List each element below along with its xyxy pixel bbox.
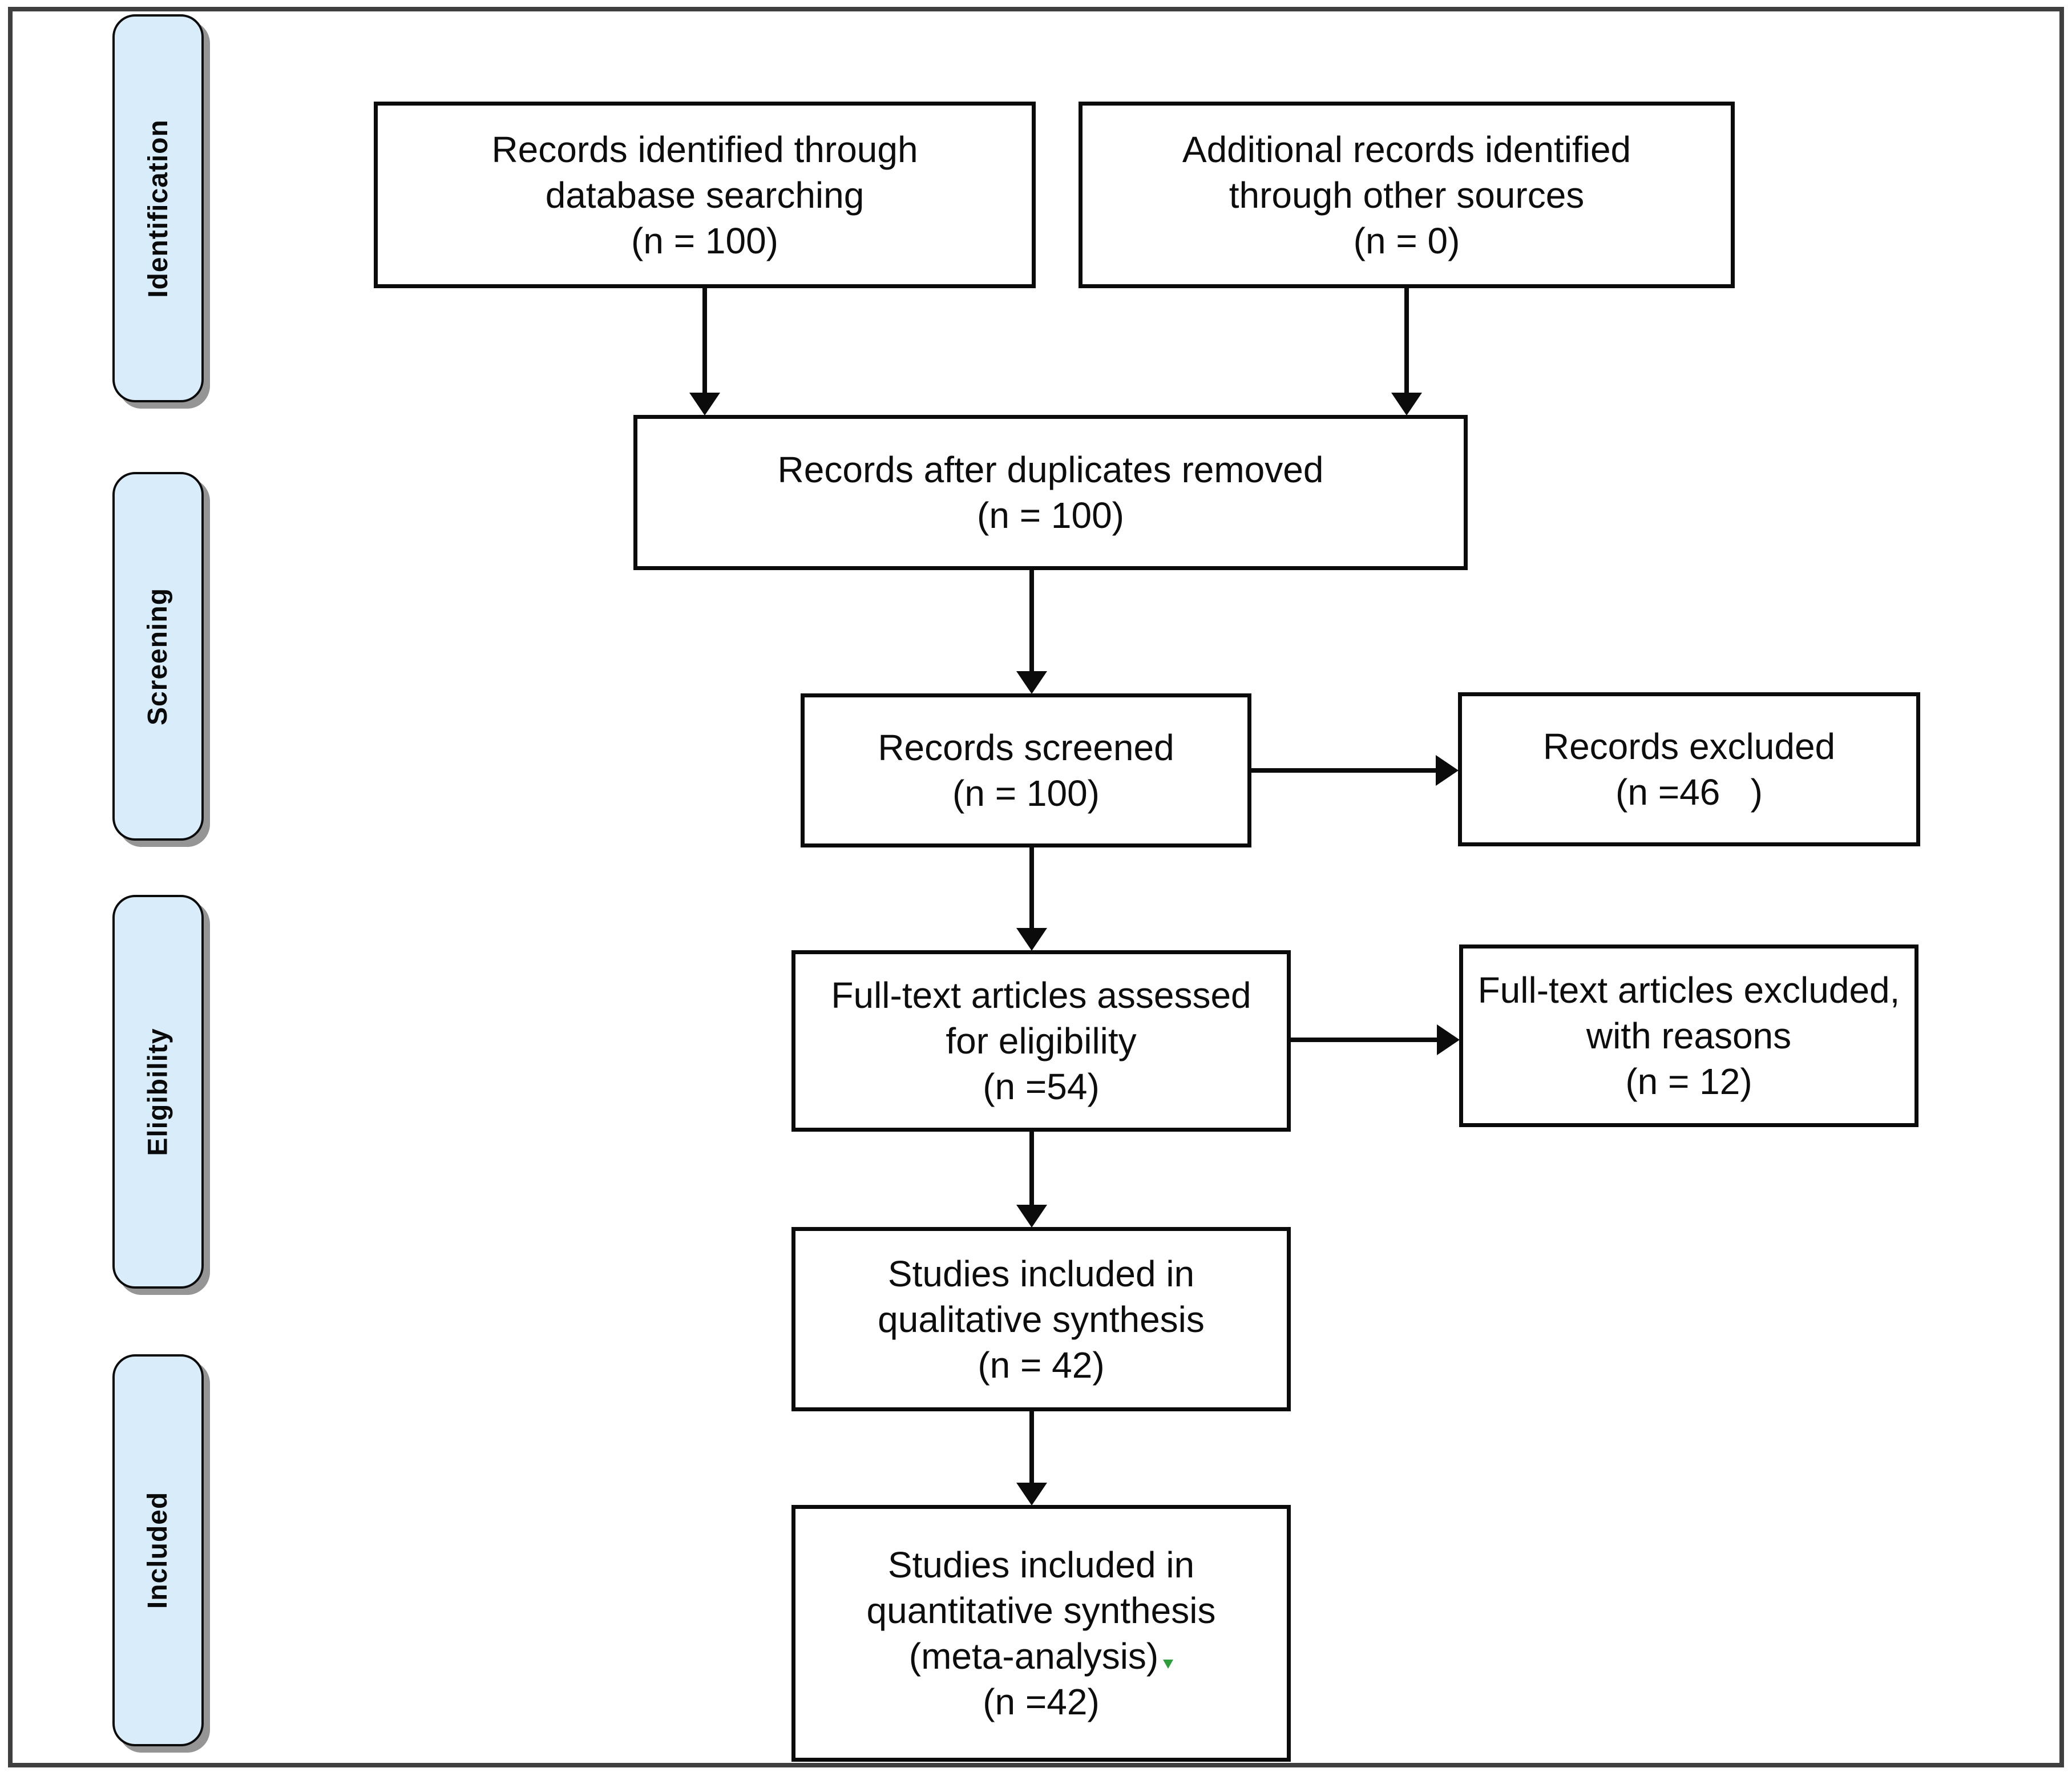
down-arrowhead-icon [1016,928,1047,951]
box-duplicates-removed: Records after duplicates removed (n = 10… [633,415,1468,570]
box-text-line: Full-text articles excluded, [1477,970,1900,1011]
box-count-line: (n = 12) [1625,1061,1752,1102]
stage-label-text: Eligibility [143,1027,173,1156]
box-text-line: Additional records identified [1182,128,1631,170]
box-text-line: (meta-analysis) [908,1633,1174,1679]
box-fulltext-excluded: Full-text articles excluded, with reason… [1459,944,1918,1127]
right-arrowhead-icon [1437,1024,1460,1055]
box-text-line: quantitative synthesis [866,1590,1216,1631]
box-fulltext-assessed: Full-text articles assessed for eligibil… [791,950,1291,1132]
box-additional-records: Additional records identified through ot… [1079,102,1735,288]
stage-label-text: Identification [143,119,173,298]
green-artifact-icon [1163,1660,1174,1669]
meta-analysis-text: (meta-analysis) [908,1636,1159,1677]
stage-label-eligibility: Eligibility [112,895,204,1289]
box-text-line: Records after duplicates removed [777,449,1324,490]
box-text-line: Records identified through [491,128,918,170]
box-count-line: (n = 0) [1353,220,1460,261]
box-text-line: through other sources [1229,174,1585,216]
connector-additional-to-deduplicated [1404,288,1409,397]
box-count-line: (n = 100) [631,220,778,261]
stage-label-identification: Identification [112,14,204,402]
box-text-line: Records excluded [1542,726,1836,767]
stage-label-text: Screening [143,587,173,725]
stage-label-screening: Screening [112,472,204,841]
box-count-line: (n = 100) [977,495,1124,536]
box-qualitative-synthesis: Studies included in qualitative synthesi… [791,1227,1291,1411]
connector-screened-to-fulltext [1029,847,1034,930]
box-quantitative-synthesis: Studies included in quantitative synthes… [791,1505,1291,1762]
box-records-screened: Records screened (n = 100) [801,693,1251,847]
connector-qualitative-to-quantitative [1029,1411,1034,1485]
box-count-line: (n = 100) [952,773,1100,814]
connector-deduplicated-to-screened [1029,570,1034,673]
box-text-line: with reasons [1586,1015,1792,1056]
box-count-line: (n =46 ) [1615,772,1763,813]
box-text-line: Studies included in [887,1253,1195,1294]
box-text-line: Full-text articles assessed [831,975,1251,1016]
box-text-line: Studies included in [887,1544,1195,1585]
stage-label-included: Included [112,1354,204,1746]
box-count-line: (n = 42) [978,1344,1105,1386]
connector-fulltext-to-qualitative [1029,1132,1034,1207]
stage-label-text: Included [143,1491,173,1609]
down-arrowhead-icon [1391,393,1422,415]
box-text-line: for eligibility [946,1020,1137,1061]
down-arrowhead-icon [1016,1205,1047,1228]
box-text-line: Records screened [878,727,1174,768]
box-text-line: qualitative synthesis [878,1298,1205,1340]
down-arrowhead-icon [1016,1483,1047,1505]
diagram-outer-frame [8,7,2064,1767]
box-count-line: (n =54) [983,1066,1100,1107]
connector-screened-to-excluded [1251,768,1437,773]
box-count-line: (n =42) [983,1681,1100,1722]
connector-fulltext-to-fulltext-excluded [1291,1038,1438,1042]
right-arrowhead-icon [1436,755,1459,786]
box-text-line: database searching [545,174,865,216]
connector-identified-to-deduplicated [702,288,707,397]
down-arrowhead-icon [1016,671,1047,694]
box-records-identified: Records identified through database sear… [374,102,1036,288]
down-arrowhead-icon [689,393,720,415]
box-records-excluded: Records excluded (n =46 ) [1458,692,1920,846]
